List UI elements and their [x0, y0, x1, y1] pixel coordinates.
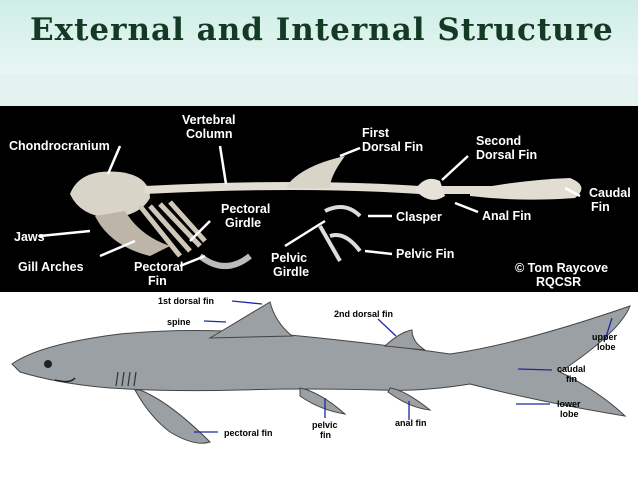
skeleton-drawing: [39, 145, 582, 269]
pelvic-fin-shape: [299, 387, 347, 415]
label-chondrocranium: Chondrocranium: [9, 139, 110, 153]
jaws-shape: [95, 211, 170, 256]
label-pelvic-2: fin: [320, 430, 331, 440]
caudal-fin-shape: [470, 178, 582, 200]
shark-drawing: 1st dorsal fin spine 2nd dorsal fin uppe…: [0, 292, 638, 479]
chondrocranium-shape: [70, 171, 150, 218]
gill-arches-shape: [138, 200, 207, 258]
second-dorsal-shape: [415, 178, 445, 200]
label-credit-2: RQCSR: [536, 275, 582, 289]
second-dorsal-fin-shape: [383, 329, 426, 351]
label-pelvic-girdle-1: Pelvic: [271, 251, 308, 265]
label-pelvic-1: pelvic: [312, 420, 338, 430]
label-credit-1: © Tom Raycove: [515, 261, 609, 275]
label-1st-dorsal: 1st dorsal fin: [158, 296, 215, 306]
label-lower-lobe-1: lower: [557, 399, 581, 409]
label-vertebral-1: Vertebral: [182, 113, 236, 127]
title-band: [0, 74, 638, 108]
first-dorsal-shape: [285, 156, 345, 188]
label-upper-lobe-2: lobe: [597, 342, 616, 352]
pectoral-fin-shape: [198, 253, 252, 269]
pectoral-fin-shape: [134, 389, 211, 444]
label-vertebral-2: Column: [186, 127, 233, 141]
label-second-dorsal-1: Second: [476, 134, 522, 148]
shark-mouth: [54, 377, 76, 383]
label-pelvic-girdle-2: Girdle: [273, 265, 310, 279]
drawing-pointers: [194, 300, 613, 433]
label-pectoral-fin-2: Fin: [148, 274, 167, 288]
label-caudal-2: fin: [566, 374, 577, 384]
gill-slits: [115, 371, 137, 387]
pelvic-clasper-shape: [318, 205, 362, 262]
photo-arrows: [39, 145, 581, 268]
label-pectoral-fin-1: Pectoral: [134, 260, 184, 274]
label-pectoral-fin: pectoral fin: [224, 428, 273, 438]
label-anal-fin: Anal Fin: [482, 209, 532, 223]
label-pectoral-girdle-2: Girdle: [225, 216, 262, 230]
label-first-dorsal-1: First: [362, 126, 390, 140]
label-second-dorsal-2: Dorsal Fin: [476, 148, 538, 162]
label-2nd-dorsal: 2nd dorsal fin: [334, 309, 394, 319]
label-caudal-1: caudal: [557, 364, 586, 374]
label-pectoral-girdle-1: Pectoral: [221, 202, 271, 216]
label-spine: spine: [167, 317, 191, 327]
label-pelvic-fin: Pelvic Fin: [396, 247, 455, 261]
label-clasper: Clasper: [396, 210, 442, 224]
first-dorsal-fin-shape: [208, 301, 294, 339]
title-bar: External and Internal Structure: [0, 0, 638, 74]
label-upper-lobe-1: upper: [592, 332, 618, 342]
label-caudal-1: Caudal: [589, 186, 631, 200]
label-jaws: Jaws: [14, 230, 45, 244]
label-first-dorsal-2: Dorsal Fin: [362, 140, 424, 154]
label-gill-arches: Gill Arches: [18, 260, 84, 274]
shark-eye: [44, 360, 52, 368]
label-anal-fin-drawing: anal fin: [395, 418, 427, 428]
shark-outline: [11, 300, 631, 444]
anal-fin-shape: [387, 387, 432, 411]
label-lower-lobe-2: lobe: [560, 409, 579, 419]
label-caudal-2: Fin: [591, 200, 610, 214]
slide-title: External and Internal Structure: [30, 12, 614, 48]
skeleton-photo: Chondrocranium Vertebral Column First Do…: [0, 106, 638, 292]
